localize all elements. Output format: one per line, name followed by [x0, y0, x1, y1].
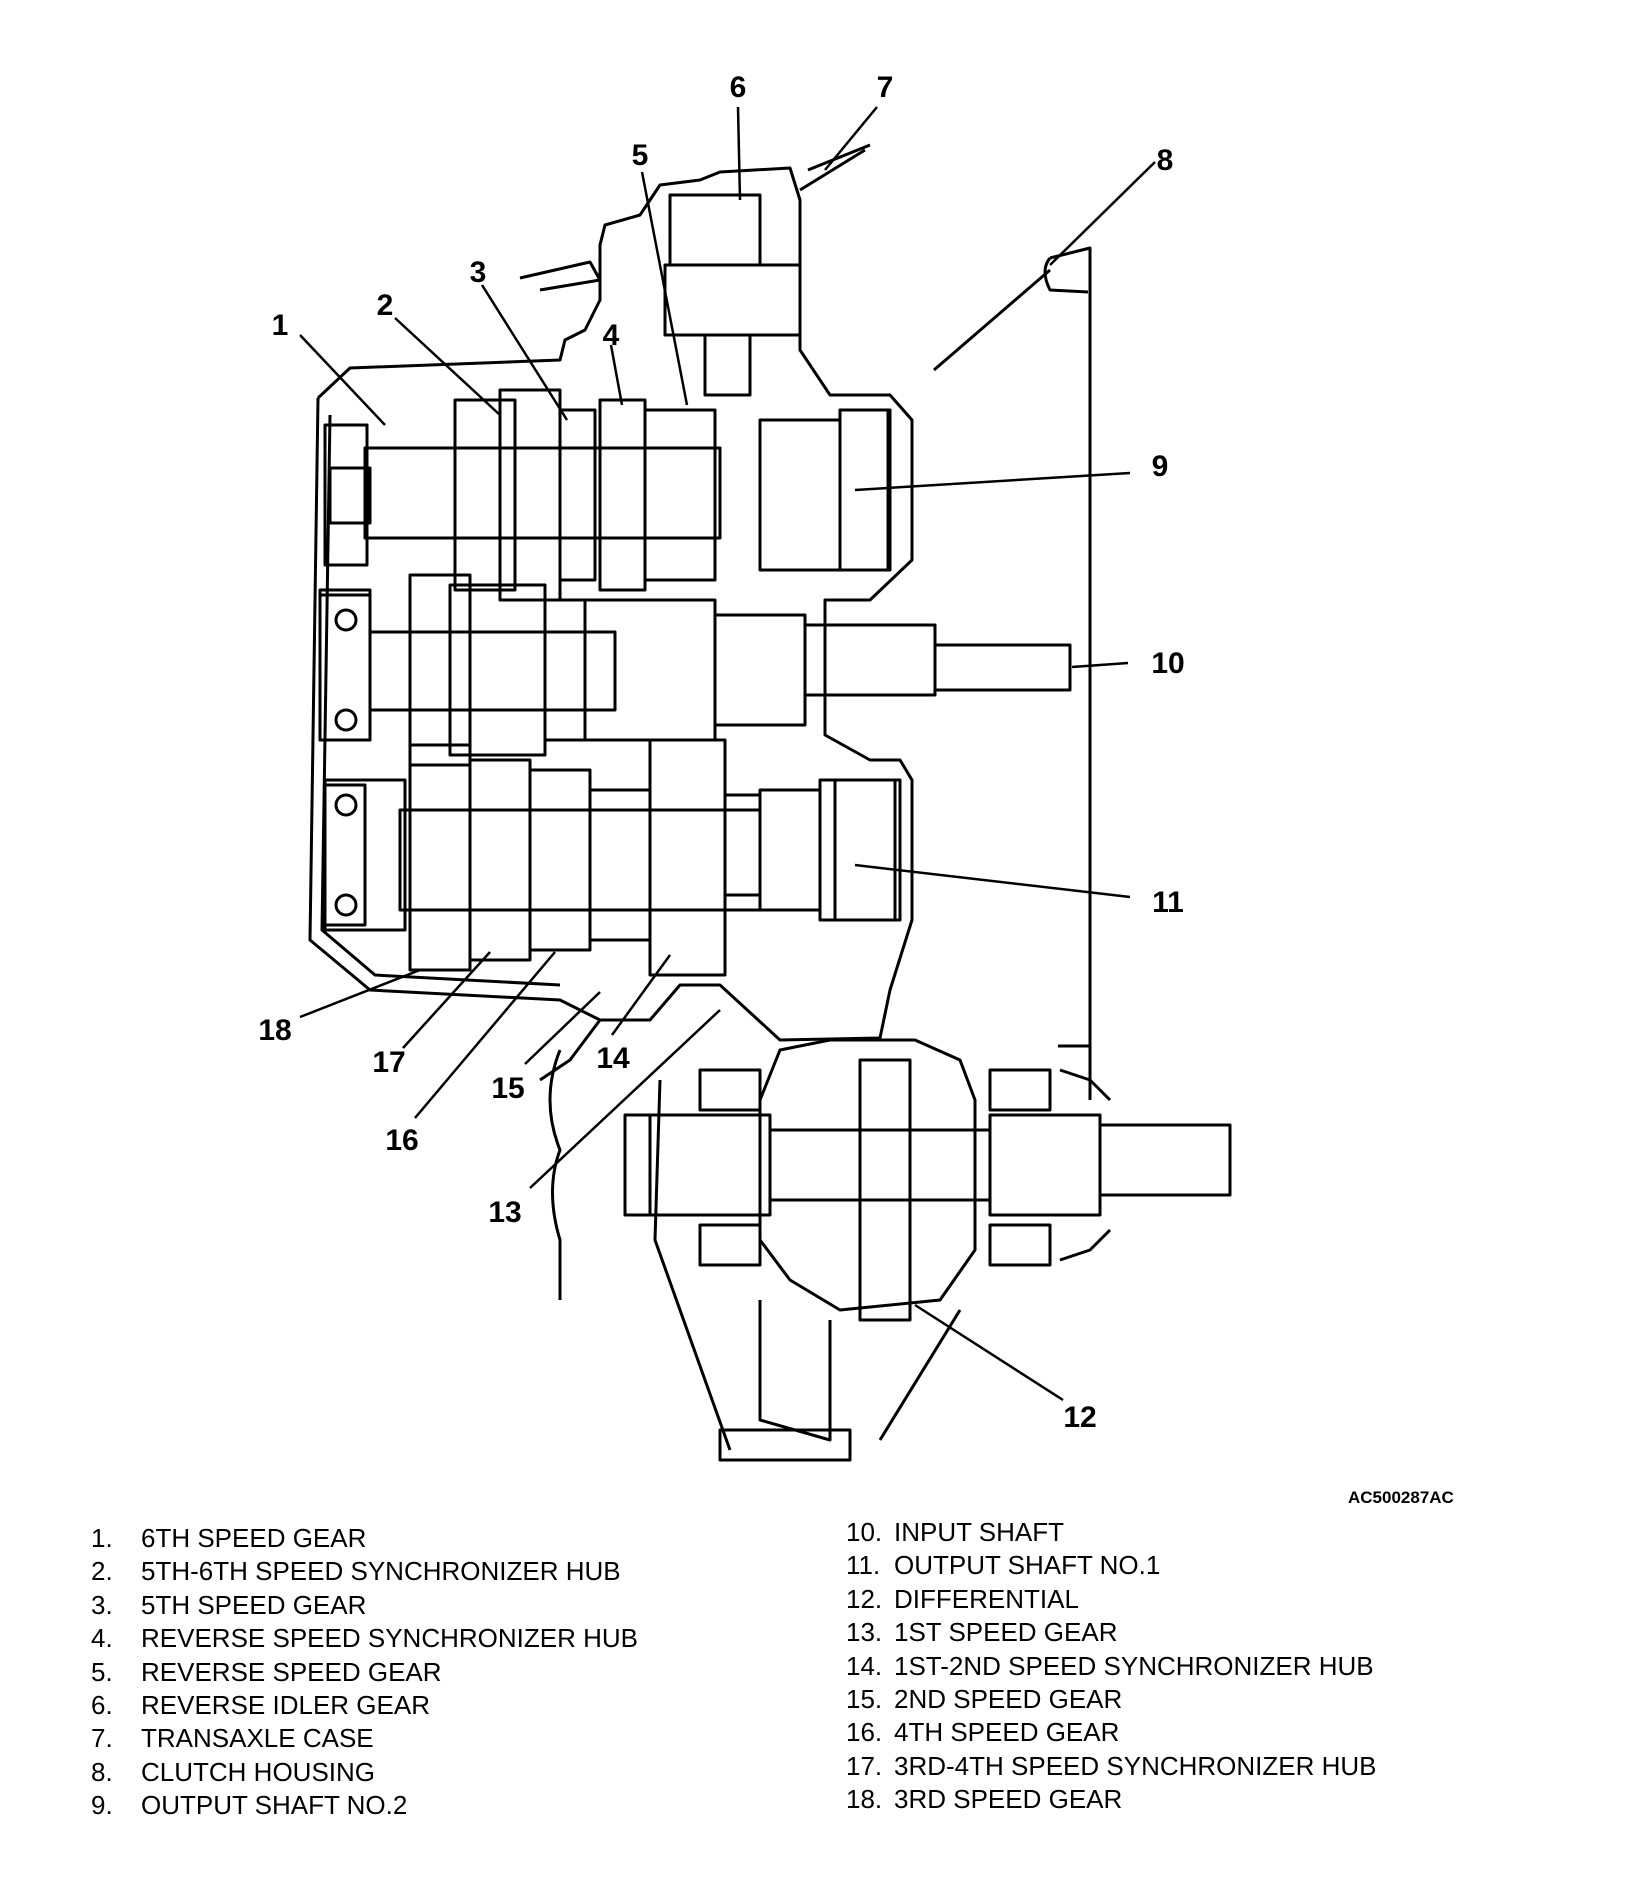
legend-number: 1.	[91, 1523, 113, 1553]
parts-legend-right: 10. INPUT SHAFT 11. OUTPUT SHAFT NO.1 12. D…	[846, 1516, 1377, 1817]
legend-item: 5. REVERSE SPEED GEAR	[91, 1656, 638, 1689]
legend-number: 4.	[91, 1623, 113, 1654]
legend-text: REVERSE SPEED SYNCHRONIZER HUB	[141, 1623, 638, 1654]
legend-text: 1ST SPEED GEAR	[894, 1617, 1118, 1648]
legend-text: 5TH-6TH SPEED SYNCHRONIZER HUB	[141, 1556, 621, 1587]
legend-number: 18.	[846, 1784, 883, 1815]
reverse-idler-gear	[663, 193, 802, 397]
input-shaft-gears	[408, 573, 587, 767]
callout-14: 14	[596, 1042, 630, 1075]
legend-text: REVERSE IDLER GEAR	[141, 1689, 430, 1720]
legend-number: 10.	[846, 1517, 883, 1547]
callout-4: 4	[603, 319, 620, 352]
callout-7: 7	[877, 71, 894, 104]
legend-item: 9. OUTPUT SHAFT NO.2	[91, 1789, 638, 1822]
legend-item: 11. OUTPUT SHAFT NO.1	[846, 1549, 1377, 1582]
legend-item: 14. 1ST-2ND SPEED SYNCHRONIZER HUB	[846, 1650, 1377, 1683]
legend-item: 12. DIFFERENTIAL	[846, 1583, 1377, 1616]
callout-5: 5	[632, 139, 649, 172]
legend-number: 6.	[91, 1689, 113, 1720]
legend-item: 7. TRANSAXLE CASE	[91, 1722, 638, 1755]
legend-number: 11.	[846, 1550, 881, 1581]
callout-17: 17	[372, 1046, 405, 1079]
bearings	[318, 408, 897, 927]
callout-18: 18	[258, 1014, 291, 1047]
legend-number: 13.	[846, 1617, 883, 1648]
legend-item: 6. REVERSE IDLER GEAR	[91, 1689, 638, 1722]
callout-11: 11	[1152, 886, 1184, 919]
callout-10: 10	[1151, 647, 1184, 680]
legend-number: 17.	[846, 1750, 883, 1781]
differential	[548, 1038, 1232, 1462]
callout-labels: 1 2 3 4 5 6 7 8 9 10 11 12 13 14 15 16 1…	[258, 71, 1184, 1434]
legend-number: 15.	[846, 1683, 883, 1714]
callout-3: 3	[470, 256, 487, 289]
input-shaft	[318, 588, 1072, 742]
legend-text: 4TH SPEED GEAR	[894, 1717, 1120, 1748]
legend-text: TRANSAXLE CASE	[141, 1723, 374, 1754]
legend-item: 15. 2ND SPEED GEAR	[846, 1683, 1377, 1716]
callout-16: 16	[385, 1124, 418, 1157]
parts-legend-left: 1. 6TH SPEED GEAR 2. 5TH-6TH SPEED SYNCHRO…	[91, 1522, 638, 1823]
legend-number: 5.	[91, 1656, 113, 1687]
leader-lines	[299, 106, 1156, 1402]
callout-8: 8	[1157, 144, 1174, 177]
lower-shaft-gears	[408, 738, 762, 977]
legend-number: 7.	[91, 1723, 113, 1754]
legend-number: 16.	[846, 1717, 883, 1748]
legend-text: REVERSE SPEED GEAR	[141, 1656, 442, 1687]
callout-15: 15	[491, 1072, 524, 1105]
legend-item: 8. CLUTCH HOUSING	[91, 1756, 638, 1789]
transaxle-case	[308, 143, 914, 1082]
legend-text: 3RD-4TH SPEED SYNCHRONIZER HUB	[894, 1750, 1377, 1781]
legend-text: 2ND SPEED GEAR	[894, 1683, 1123, 1714]
legend-text: INPUT SHAFT	[894, 1517, 1064, 1547]
legend-text: OUTPUT SHAFT NO.1	[894, 1550, 1161, 1581]
legend-number: 8.	[91, 1756, 113, 1787]
callout-13: 13	[488, 1196, 521, 1229]
legend-text: 5TH SPEED GEAR	[141, 1589, 367, 1620]
legend-item: 16. 4TH SPEED GEAR	[846, 1716, 1377, 1749]
document-id: AC500287AC	[1348, 1488, 1454, 1507]
clutch-housing	[933, 246, 1092, 1100]
callout-9: 9	[1152, 450, 1169, 483]
transaxle-cross-section-diagram: 1 2 3 4 5 6 7 8 9 10 11 12 13 14 15 16 1…	[258, 71, 1232, 1462]
output-shaft-no2	[328, 408, 892, 572]
legend-item: 18. 3RD SPEED GEAR	[846, 1783, 1377, 1816]
legend-number: 12.	[846, 1583, 883, 1614]
legend-number: 9.	[91, 1790, 113, 1821]
legend-number: 14.	[846, 1650, 883, 1681]
legend-item: 3. 5TH SPEED GEAR	[91, 1589, 638, 1622]
callout-6: 6	[730, 71, 747, 104]
legend-number: 2.	[91, 1556, 113, 1587]
legend-text: 6TH SPEED GEAR	[141, 1523, 367, 1553]
legend-item: 10. INPUT SHAFT	[846, 1516, 1377, 1549]
legend-text: 3RD SPEED GEAR	[894, 1784, 1123, 1815]
legend-number: 3.	[91, 1589, 113, 1620]
legend-item: 17. 3RD-4TH SPEED SYNCHRONIZER HUB	[846, 1750, 1377, 1783]
callout-2: 2	[377, 289, 394, 322]
legend-text: DIFFERENTIAL	[894, 1583, 1079, 1614]
legend-item: 2. 5TH-6TH SPEED SYNCHRONIZER HUB	[91, 1555, 638, 1588]
legend-item: 13. 1ST SPEED GEAR	[846, 1616, 1377, 1649]
legend-text: 1ST-2ND SPEED SYNCHRONIZER HUB	[894, 1650, 1374, 1681]
legend-item: 1. 6TH SPEED GEAR	[91, 1522, 638, 1555]
callout-12: 12	[1063, 1401, 1096, 1434]
legend-text: CLUTCH HOUSING	[141, 1756, 376, 1787]
upper-shaft-gears	[453, 388, 717, 602]
legend-item: 4. REVERSE SPEED SYNCHRONIZER HUB	[91, 1622, 638, 1655]
legend-text: OUTPUT SHAFT NO.2	[141, 1790, 408, 1821]
callout-1: 1	[272, 309, 289, 342]
